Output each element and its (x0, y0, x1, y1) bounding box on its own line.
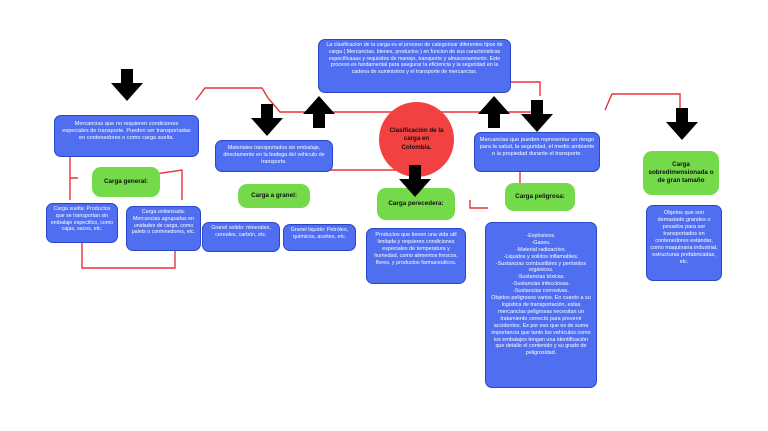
arrow-up-icon (303, 96, 335, 128)
center-title-circle: Clasificación de la carga en Colombia. (379, 102, 454, 177)
arrow-down-icon (251, 104, 283, 136)
granel-description: Materiales transportados sin embalaje, d… (223, 145, 325, 165)
unitarizada-text: Carga unitarizada: Mercancias agrupadas … (131, 209, 196, 236)
general-description-box: Mercancias que no requieren condiciones … (54, 115, 199, 157)
granel-solido-box: Granel solido: minerales, cereales, carb… (202, 222, 280, 252)
general-label: Carga general: (92, 167, 160, 197)
arrow-down-icon (399, 165, 431, 197)
granel-label-text: Carga a granel: (251, 192, 297, 200)
peligrosa-label-text: Carga peligrosa: (515, 193, 565, 201)
sobredimensionada-label: Carga sobredimensionada o de gran tamaño (643, 151, 719, 195)
unitarizada-box: Carga unitarizada: Mercancias agrupadas … (126, 206, 201, 251)
granel-liquido-box: Granel liquido: Petróleo, químicos, acei… (283, 224, 356, 251)
sobredimensionada-description: Objetos que son demasiado grandes o pesa… (650, 210, 718, 266)
definition-text: La clasificacion de la carga es el proce… (326, 42, 503, 76)
center-title: Clasificación de la carga en Colombia. (389, 127, 444, 151)
granel-description-box: Materiales transportados sin embalaje, d… (215, 140, 333, 172)
peligrosa-description: Mercancias que pueden representar un rie… (479, 137, 595, 158)
arrow-down-icon (521, 100, 553, 132)
granel-solido-text: Granel solido: minerales, cereales, carb… (211, 225, 271, 238)
perecedera-label-text: Carga perecedera: (388, 200, 444, 208)
granel-liquido-text: Granel liquido: Petróleo, químicos, acei… (290, 227, 349, 240)
arrow-down-icon (666, 108, 698, 140)
sobredimensionada-description-box: Objetos que son demasiado grandes o pesa… (646, 205, 722, 281)
arrow-down-icon (111, 69, 143, 101)
general-label-text: Carga general: (103, 178, 149, 186)
definition-box: La clasificacion de la carga es el proce… (318, 39, 511, 93)
perecedera-description: Productos que tienen una vida util limit… (374, 232, 458, 266)
suelta-box: Carga suelta: Productos que se transport… (46, 203, 118, 243)
sobredimensionada-label-text: Carga sobredimensionada o de gran tamaño (648, 161, 714, 184)
arrow-up-icon (478, 96, 510, 128)
peligrosa-label: Carga peligrosa: (505, 183, 575, 211)
peligrosa-details-box: -Explosivos. -Gases. -Material radioacti… (485, 222, 597, 388)
perecedera-description-box: Productos que tienen una vida util limit… (366, 228, 466, 284)
granel-label: Carga a granel: (238, 184, 310, 208)
suelta-text: Carga suelta: Productos que se transport… (50, 206, 114, 233)
general-description: Mercancias que no requieren condiciones … (62, 121, 191, 142)
peligrosa-description-box: Mercancias que pueden representar un rie… (474, 132, 600, 172)
peligrosa-details: -Explosivos. -Gases. -Material radioacti… (491, 232, 591, 357)
